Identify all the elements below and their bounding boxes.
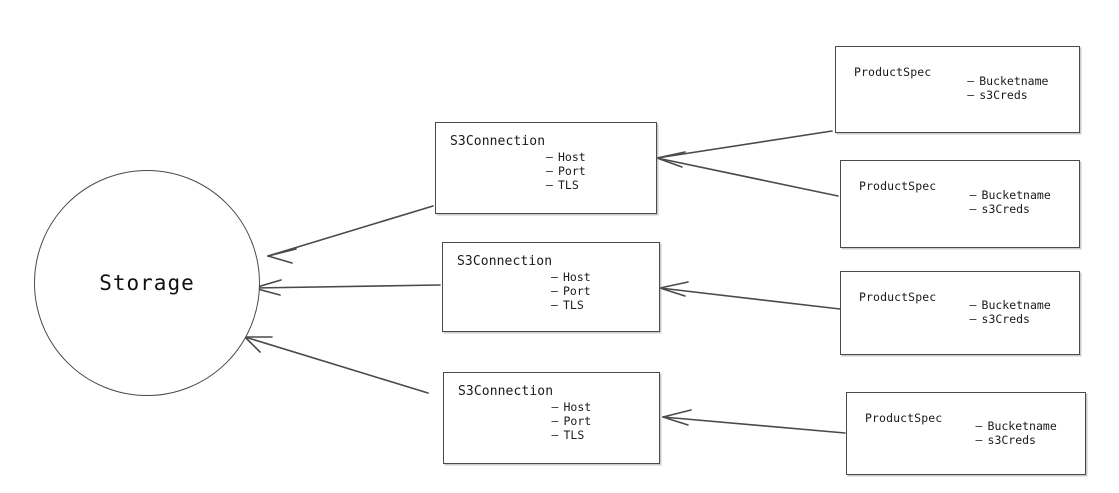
attr-label: s3Creds [987,433,1036,447]
productspec-attrs-2: –Bucketname –s3Creds [970,188,1051,216]
arrow-connection1-to-storage [267,205,434,264]
attr-row: –Bucketname [970,298,1051,312]
arrow-spec1-to-connection1 [656,130,833,168]
dash-icon: – [546,164,553,178]
arrow-spec3-to-connection2 [659,281,841,310]
s3connection-title-2: S3Connection [457,254,553,269]
attr-row: –TLS [546,178,586,192]
productspec-box-3[interactable]: ProductSpec –Bucketname –s3Creds [840,271,1080,355]
dash-icon: – [967,88,975,102]
attr-label: Port [563,284,591,298]
attr-label: Bucketname [987,419,1057,433]
attr-row: –Port [546,164,586,178]
attr-label: TLS [558,178,579,192]
attr-row: –s3Creds [976,433,1057,447]
attr-row: –s3Creds [970,312,1051,326]
attr-label: s3Creds [981,202,1030,216]
attr-label: Host [563,270,591,284]
productspec-attrs-1: –Bucketname –s3Creds [967,74,1048,102]
attr-label: Bucketname [981,188,1051,202]
dash-icon: – [551,284,558,298]
dash-icon: – [551,270,558,284]
attr-row: –Bucketname [976,419,1057,433]
attr-row: –s3Creds [970,202,1051,216]
attr-row: –TLS [551,298,591,312]
productspec-title-4: ProductSpec [865,411,943,425]
storage-node[interactable]: Storage [34,170,260,396]
productspec-box-1[interactable]: ProductSpec –Bucketname –s3Creds [835,46,1080,133]
productspec-title-1: ProductSpec [854,65,932,79]
dash-icon: – [546,150,553,164]
attr-label: s3Creds [981,312,1030,326]
attr-row: –Host [552,400,592,414]
s3connection-title-1: S3Connection [450,134,546,149]
arrow-spec4-to-connection3 [662,409,846,434]
storage-label: Storage [99,271,195,295]
attr-row: –s3Creds [967,88,1048,102]
attr-label: Host [563,400,592,414]
attr-row: –Host [551,270,591,284]
dash-icon: – [969,202,977,216]
attr-row: –Bucketname [970,188,1051,202]
s3connection-box-3[interactable]: S3Connection –Host –Port –TLS [443,372,660,464]
arrow-spec2-to-connection1 [656,157,839,197]
dash-icon: – [551,428,559,442]
attr-row: –Host [546,150,586,164]
s3connection-title-3: S3Connection [458,384,554,399]
dash-icon: – [975,433,983,447]
attr-label: TLS [563,298,584,312]
attr-label: Bucketname [979,74,1049,88]
dash-icon: – [975,419,983,433]
attr-label: s3Creds [979,88,1028,102]
productspec-title-2: ProductSpec [859,179,937,193]
productspec-box-4[interactable]: ProductSpec –Bucketname –s3Creds [846,392,1086,475]
attr-label: TLS [563,428,585,442]
attr-label: Port [563,414,592,428]
productspec-attrs-4: –Bucketname –s3Creds [976,419,1057,447]
attr-row: –TLS [552,428,592,442]
dash-icon: – [551,298,558,312]
s3connection-attrs-1: –Host –Port –TLS [546,150,586,192]
productspec-title-3: ProductSpec [859,290,937,304]
dash-icon: – [546,178,553,192]
dash-icon: – [969,312,977,326]
attr-label: Host [558,150,586,164]
attr-label: Bucketname [981,298,1051,312]
productspec-box-2[interactable]: ProductSpec –Bucketname –s3Creds [840,160,1080,248]
s3connection-box-1[interactable]: S3Connection –Host –Port –TLS [435,122,657,214]
arrow-connection2-to-storage [253,279,441,296]
attr-row: –Port [552,414,592,428]
s3connection-box-2[interactable]: S3Connection –Host –Port –TLS [442,242,660,332]
dash-icon: – [969,188,977,202]
s3connection-attrs-3: –Host –Port –TLS [552,400,592,442]
dash-icon: – [551,414,559,428]
arrow-connection3-to-storage [244,336,429,394]
attr-label: Port [558,164,586,178]
attr-row: –Bucketname [967,74,1048,88]
dash-icon: – [967,74,975,88]
dash-icon: – [551,400,559,414]
attr-row: –Port [551,284,591,298]
productspec-attrs-3: –Bucketname –s3Creds [970,298,1051,326]
s3connection-attrs-2: –Host –Port –TLS [551,270,591,312]
dash-icon: – [969,298,977,312]
